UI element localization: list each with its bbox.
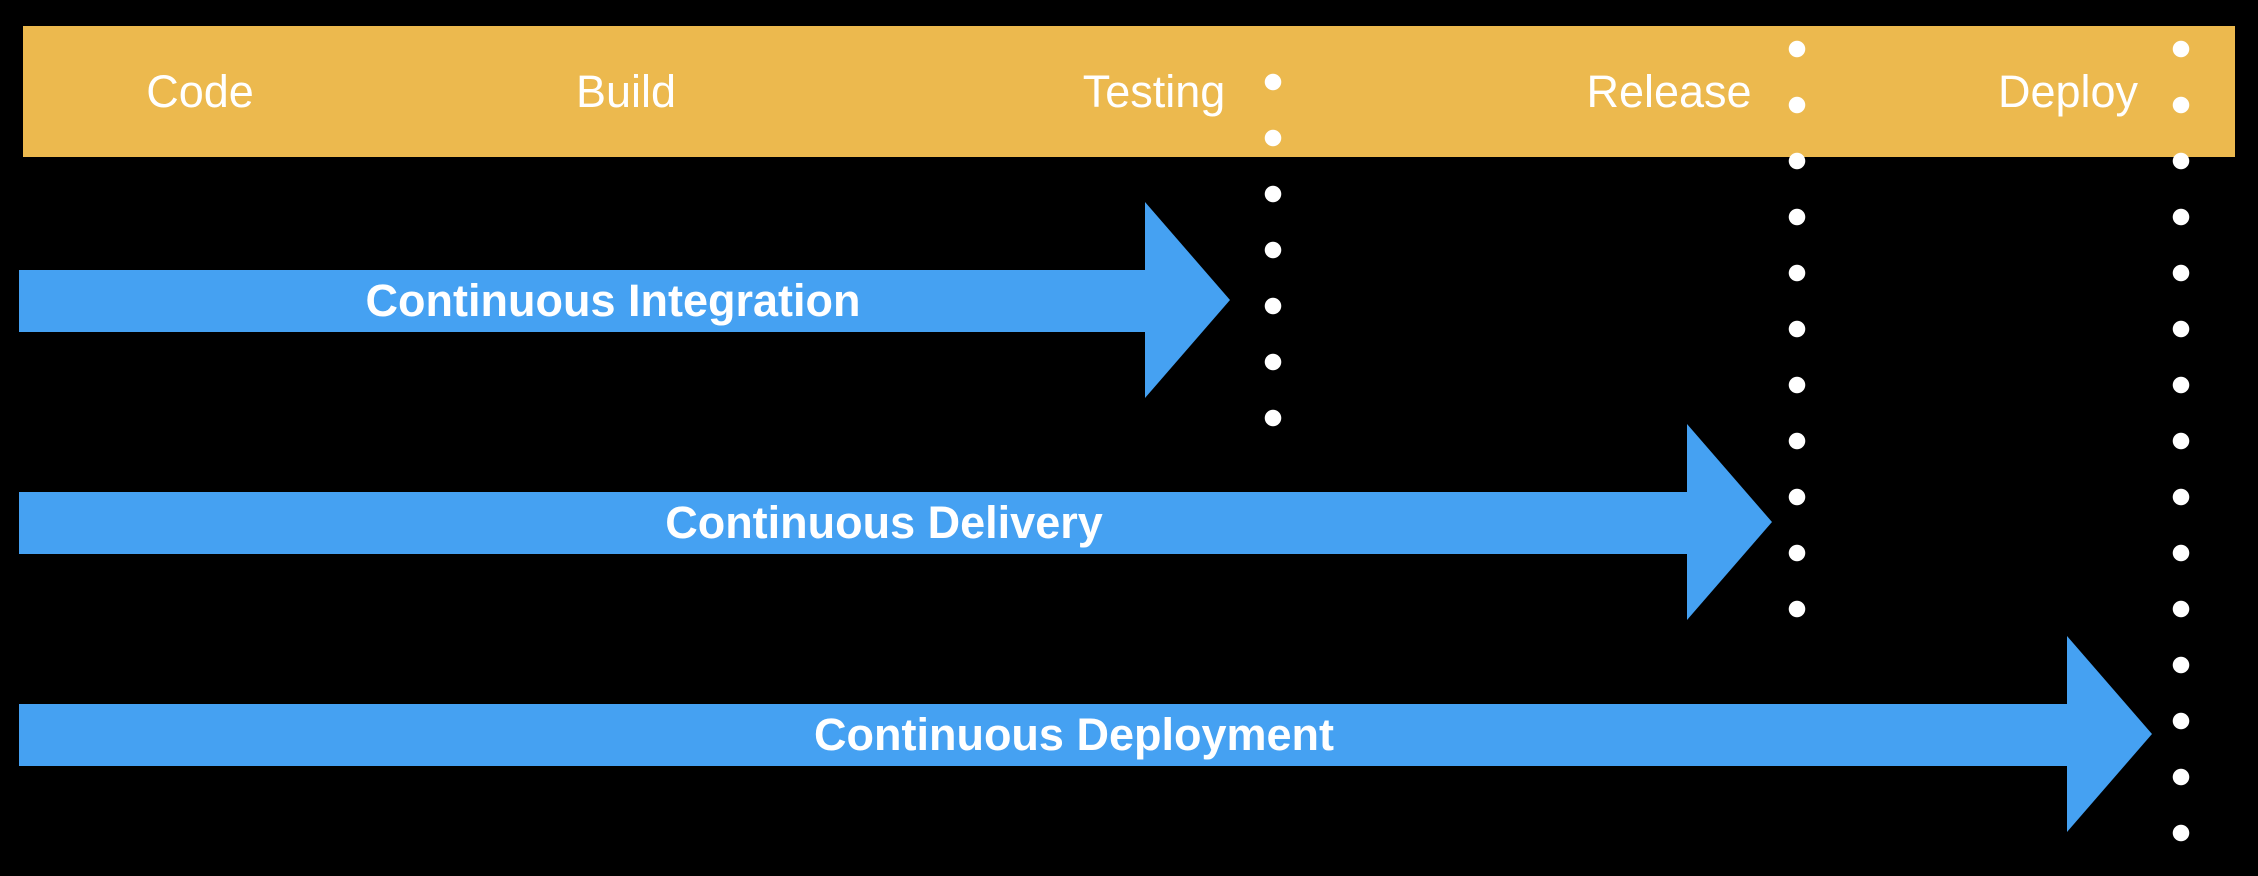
stage-label-deploy: Deploy — [1997, 65, 2139, 117]
arrow-head-icon — [1687, 424, 1772, 620]
dotted-line-deploy — [2172, 21, 2190, 861]
arrow-body — [19, 492, 1687, 554]
arrow-label-continuous-delivery: Continuous Delivery — [665, 497, 1103, 548]
arrow-head-icon — [2067, 636, 2152, 832]
stage-label-testing: Testing — [1082, 65, 1226, 117]
arrow-body — [19, 704, 2067, 766]
stage-label-build: Build — [575, 65, 677, 117]
arrow-body — [19, 270, 1145, 332]
dotted-line-testing — [1264, 54, 1282, 446]
arrow-label-continuous-integration: Continuous Integration — [365, 275, 861, 326]
stage-header-bar: Code Build Testing Release Deploy — [23, 26, 2235, 157]
arrow-label-continuous-deployment: Continuous Deployment — [814, 709, 1334, 760]
arrow-head-icon — [1145, 202, 1230, 398]
dotted-line-release — [1788, 21, 1806, 637]
stage-label-code: Code — [146, 65, 254, 117]
stage-label-release: Release — [1586, 65, 1752, 117]
